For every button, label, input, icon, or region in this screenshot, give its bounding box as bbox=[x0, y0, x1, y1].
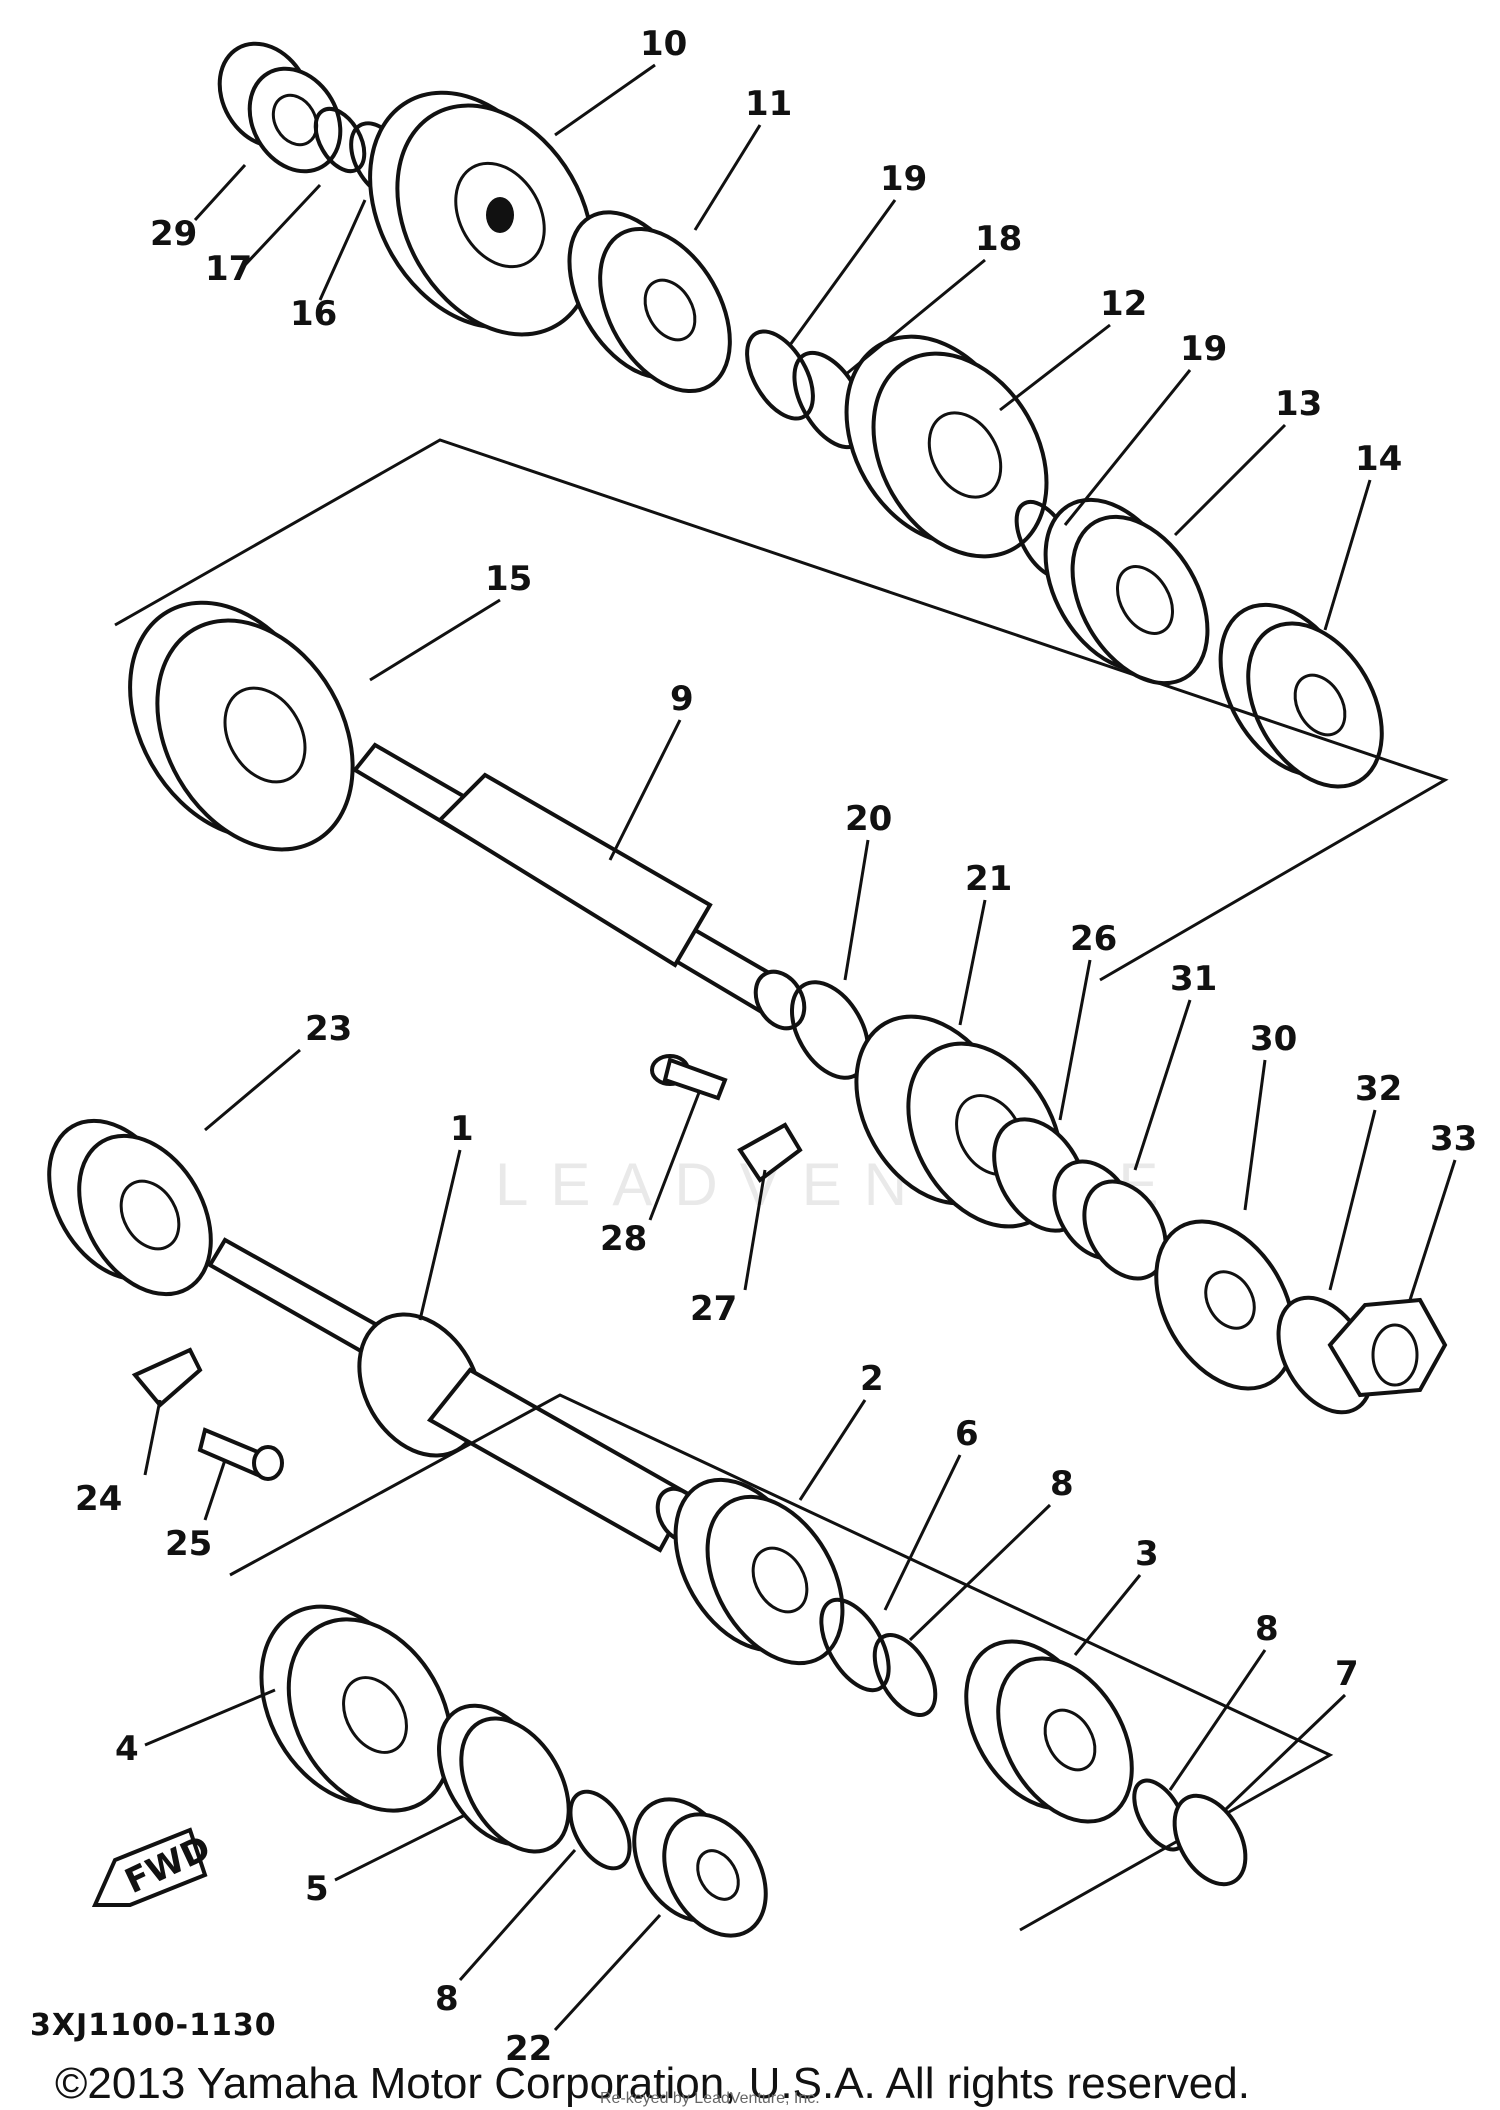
part-19a-circlip bbox=[745, 329, 815, 421]
watermark-overlay: Re-keyed by LeadVenture, Inc. bbox=[600, 2090, 820, 2107]
drawing-code: 3XJ1100-1130 bbox=[30, 2008, 277, 2043]
callout-25: 25 bbox=[165, 1524, 212, 1564]
callout-14: 14 bbox=[1355, 439, 1402, 479]
part-24-plate bbox=[131, 1347, 203, 1408]
fwd-arrow-icon: FWD bbox=[91, 1827, 217, 1907]
leader-lines bbox=[143, 63, 1457, 2032]
callout-1: 1 bbox=[450, 1109, 474, 1149]
callout-19a: 19 bbox=[880, 159, 927, 199]
part-11-gear bbox=[567, 210, 732, 394]
part-33-nut bbox=[1327, 1297, 1448, 1398]
part-15-gear bbox=[128, 600, 355, 852]
callout-13: 13 bbox=[1275, 384, 1322, 424]
callout-3: 3 bbox=[1135, 1534, 1159, 1574]
callout-27: 27 bbox=[690, 1289, 737, 1329]
callout-20: 20 bbox=[845, 799, 892, 839]
upper-assembly-bracket bbox=[114, 438, 1449, 982]
callout-8c: 8 bbox=[1255, 1609, 1279, 1649]
callout-30: 30 bbox=[1250, 1019, 1297, 1059]
callout-16: 16 bbox=[290, 294, 337, 334]
callout-22: 22 bbox=[505, 2029, 552, 2069]
callout-10: 10 bbox=[640, 24, 687, 64]
part-3-gear bbox=[964, 1639, 1134, 1824]
callout-8a: 8 bbox=[1050, 1464, 1074, 1504]
callout-7: 7 bbox=[1335, 1654, 1359, 1694]
callout-5: 5 bbox=[305, 1869, 329, 1909]
part-28-bolt bbox=[650, 1054, 728, 1101]
callout-19b: 19 bbox=[1180, 329, 1227, 369]
callout-12: 12 bbox=[1100, 284, 1147, 324]
part-13-gear bbox=[1043, 497, 1210, 686]
callout-21: 21 bbox=[965, 859, 1012, 899]
part-8a-circlip bbox=[872, 1633, 938, 1717]
callout-11: 11 bbox=[745, 84, 792, 124]
part-30-drive-sprocket bbox=[1154, 1219, 1296, 1391]
callout-31: 31 bbox=[1170, 959, 1217, 999]
callout-28: 28 bbox=[600, 1219, 647, 1259]
callout-32: 32 bbox=[1355, 1069, 1402, 1109]
lower-assembly-bracket bbox=[229, 1393, 1334, 1932]
part-7-washer bbox=[1172, 1793, 1248, 1887]
part-27-plate bbox=[737, 1122, 803, 1183]
part-2-gear bbox=[673, 1477, 845, 1666]
callout-18: 18 bbox=[975, 219, 1022, 259]
callout-15: 15 bbox=[485, 559, 532, 599]
part-25-bolt bbox=[197, 1427, 284, 1481]
part-29-bearing bbox=[217, 41, 343, 174]
callout-9: 9 bbox=[670, 679, 694, 719]
callout-24: 24 bbox=[75, 1479, 122, 1519]
part-4-gear bbox=[259, 1604, 454, 1813]
part-9-main-axle bbox=[352, 742, 807, 1031]
callout-8b: 8 bbox=[435, 1979, 459, 2019]
callout-17: 17 bbox=[205, 249, 252, 289]
callout-33: 33 bbox=[1430, 1119, 1477, 1159]
callout-6: 6 bbox=[955, 1414, 979, 1454]
part-23-bearing bbox=[47, 1118, 213, 1297]
callout-29: 29 bbox=[150, 214, 197, 254]
part-8b-circlip bbox=[568, 1789, 632, 1871]
copyright-notice: ©2013 Yamaha Motor Corporation, U.S.A. A… bbox=[55, 2059, 1250, 2108]
callout-4: 4 bbox=[115, 1729, 139, 1769]
callout-26: 26 bbox=[1070, 919, 1117, 959]
callout-2: 2 bbox=[860, 1359, 884, 1399]
part-1-drive-axle bbox=[207, 1237, 705, 1553]
part-6-washer bbox=[819, 1597, 891, 1693]
part-14-gear bbox=[1218, 602, 1384, 789]
part-31-collar bbox=[1052, 1159, 1168, 1281]
callout-23: 23 bbox=[305, 1009, 352, 1049]
part-10-gear bbox=[368, 90, 595, 337]
part-5-gear bbox=[437, 1703, 571, 1854]
part-12-gear bbox=[844, 334, 1049, 559]
part-22-bearing bbox=[632, 1797, 768, 1938]
